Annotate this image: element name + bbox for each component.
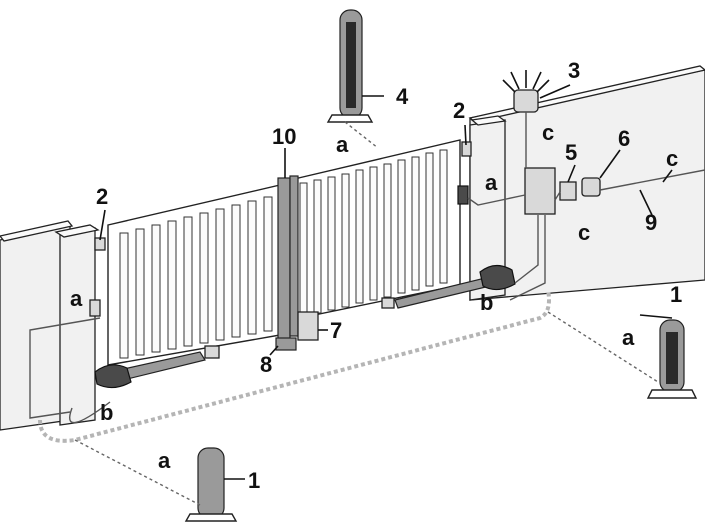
label-7: 7: [330, 318, 342, 343]
label-1-right: 1: [670, 282, 682, 307]
photocell-column-top: [326, 9, 374, 123]
label-4: 4: [396, 84, 409, 109]
label-9: 9: [645, 210, 657, 235]
label-3: 3: [568, 58, 580, 83]
leader-8: [269, 345, 279, 356]
label-10: 10: [272, 124, 296, 149]
right-gate-pickets: [299, 149, 448, 317]
wire-right-photocell: [467, 194, 526, 206]
wire-mains-supply: [599, 169, 705, 191]
buried-cable-duct: [38, 289, 551, 443]
photocell-left-lower: [89, 299, 101, 317]
label-b-right: b: [480, 290, 493, 315]
wire-left-actuator: [69, 401, 111, 424]
wire-key-selector: [554, 191, 561, 201]
leader-2-right: [464, 124, 467, 146]
beam-left: [74, 439, 201, 506]
leader-5: [567, 164, 576, 183]
label-c-top: c: [542, 120, 554, 145]
left-gate-pickets: [119, 196, 273, 359]
label-a-right: a: [622, 325, 635, 350]
label-6: 6: [618, 126, 630, 151]
label-c-right: c: [666, 146, 678, 171]
label-2-right: 2: [453, 98, 465, 123]
label-2-left: 2: [96, 184, 108, 209]
label-a-mid: a: [485, 170, 498, 195]
leader-1-right: [639, 314, 673, 319]
label-b-left: b: [100, 400, 113, 425]
label-8: 8: [260, 352, 272, 377]
leader-2-left: [99, 209, 106, 241]
leader-6: [599, 149, 621, 179]
disconnect-switch: [581, 177, 601, 197]
photocell-post-left: [184, 447, 238, 522]
key-selector: [559, 181, 577, 201]
electric-lock: [297, 311, 319, 341]
wire-right-actuator-2: [509, 215, 546, 301]
wire-right-actuator: [514, 215, 539, 284]
right-actuator: [381, 264, 516, 309]
photocell-post-right: [646, 319, 698, 399]
center-post: [277, 175, 299, 344]
left-actuator: [94, 345, 220, 389]
label-c-mid: c: [578, 220, 590, 245]
label-a-left: a: [70, 286, 83, 311]
label-a-bottom: a: [158, 448, 171, 473]
control-unit: [524, 167, 556, 215]
left-gate-leaf: [107, 184, 281, 366]
beam-right: [547, 311, 659, 383]
leader-3: [539, 84, 571, 99]
right-gate-leaf: [289, 139, 461, 321]
beam-top: [344, 121, 379, 149]
leader-9: [639, 189, 653, 216]
label-5: 5: [565, 140, 577, 165]
right-pillar: [469, 115, 507, 301]
wire-left-photocell: [29, 317, 101, 419]
leader-c-right: [662, 169, 673, 183]
flashing-light: [502, 70, 550, 113]
left-pillar: [54, 224, 100, 426]
photocell-right: [457, 185, 469, 205]
label-1-left: 1: [248, 468, 260, 493]
ground-stop: [275, 337, 297, 351]
label-a-top: a: [336, 132, 349, 157]
